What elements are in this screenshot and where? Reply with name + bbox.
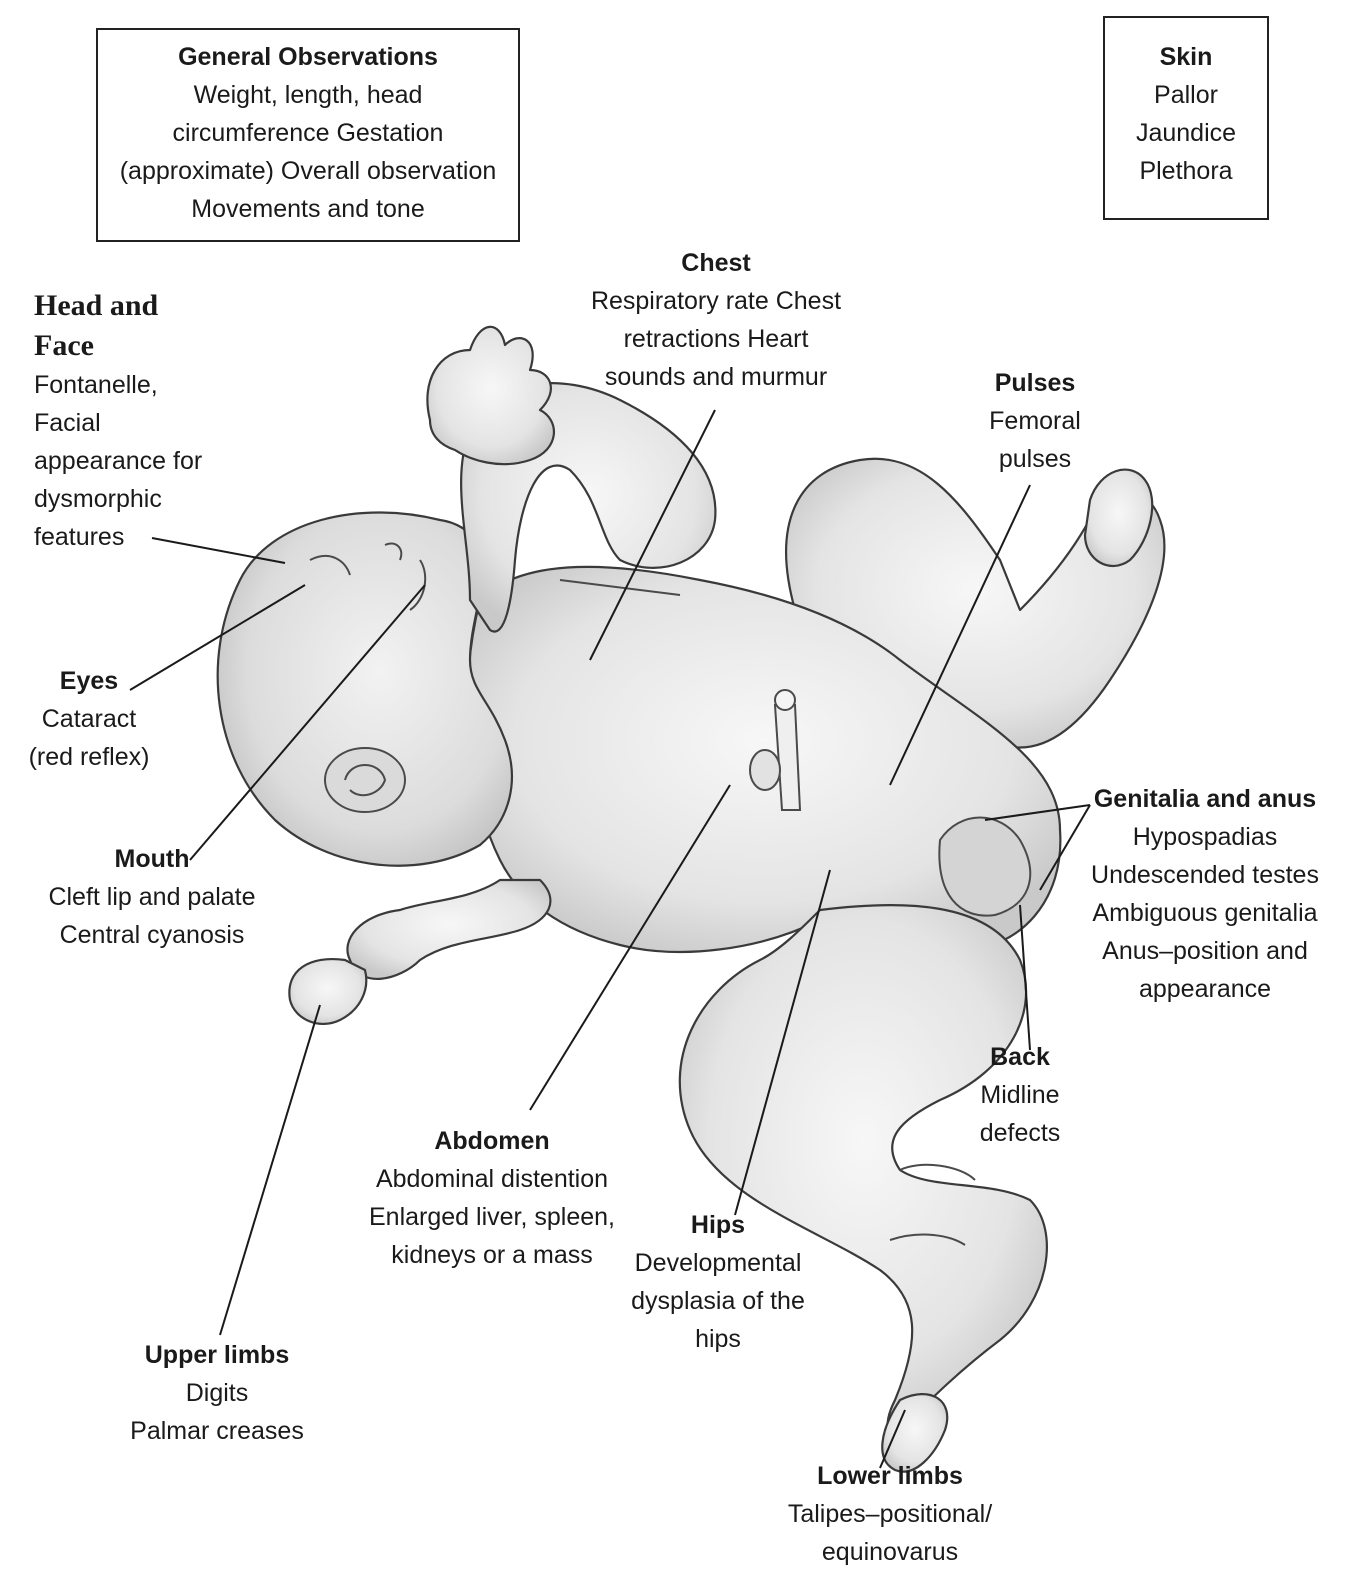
- genitalia-line-5: appearance: [1080, 970, 1330, 1008]
- skin-label: Skin Pallor Jaundice Plethora: [1103, 38, 1269, 190]
- back-title: Back: [945, 1038, 1095, 1076]
- head-face-line-1: Fontanelle,: [34, 366, 234, 404]
- skin-line-2: Jaundice: [1103, 114, 1269, 152]
- skin-title: Skin: [1103, 38, 1269, 76]
- upper-limbs-line-1: Digits: [112, 1374, 322, 1412]
- general-line-3: (approximate) Overall observation: [96, 152, 520, 190]
- ear: [325, 748, 405, 812]
- head-face-title-1: Head and: [34, 286, 234, 326]
- lower-limbs-line-1: Talipes–positional/: [770, 1495, 1010, 1533]
- head-face-line-4: dysmorphic: [34, 480, 234, 518]
- genitalia-label: Genitalia and anus Hypospadias Undescend…: [1080, 780, 1330, 1008]
- general-line-2: circumference Gestation: [96, 114, 520, 152]
- head-face-line-3: appearance for: [34, 442, 234, 480]
- mouth-line-1: Cleft lip and palate: [30, 878, 274, 916]
- skin-line-1: Pallor: [1103, 76, 1269, 114]
- back-line-1: Midline: [945, 1076, 1095, 1114]
- head-face-title-2: Face: [34, 326, 234, 366]
- lower-hand: [289, 959, 366, 1024]
- umbilicus: [750, 750, 780, 790]
- cord-ring: [775, 690, 795, 710]
- lower-limbs-line-2: equinovarus: [770, 1533, 1010, 1571]
- eyes-line-2: (red reflex): [14, 738, 164, 776]
- general-observations-title: General Observations: [96, 38, 520, 76]
- mouth-label: Mouth Cleft lip and palate Central cyano…: [30, 840, 274, 954]
- chest-line-3: sounds and murmur: [566, 358, 866, 396]
- back-label: Back Midline defects: [945, 1038, 1095, 1152]
- lower-limbs-label: Lower limbs Talipes–positional/ equinova…: [770, 1457, 1010, 1571]
- leader-upper-limbs: [220, 1005, 320, 1335]
- general-observations-label: General Observations Weight, length, hea…: [96, 38, 520, 228]
- general-line-4: Movements and tone: [96, 190, 520, 228]
- chest-title: Chest: [566, 244, 866, 282]
- upper-limbs-title: Upper limbs: [112, 1336, 322, 1374]
- upper-limbs-line-2: Palmar creases: [112, 1412, 322, 1450]
- genitalia-line-4: Anus–position and: [1080, 932, 1330, 970]
- abdomen-line-3: kidneys or a mass: [352, 1236, 632, 1274]
- chest-label: Chest Respiratory rate Chest retractions…: [566, 244, 866, 396]
- pulses-label: Pulses Femoral pulses: [960, 364, 1110, 478]
- abdomen-title: Abdomen: [352, 1122, 632, 1160]
- hips-title: Hips: [618, 1206, 818, 1244]
- chest-line-2: retractions Heart: [566, 320, 866, 358]
- chest-line-1: Respiratory rate Chest: [566, 282, 866, 320]
- genitalia-line-2: Undescended testes: [1080, 856, 1330, 894]
- pulses-title: Pulses: [960, 364, 1110, 402]
- eyes-line-1: Cataract: [14, 700, 164, 738]
- hips-line-3: hips: [618, 1320, 818, 1358]
- back-line-2: defects: [945, 1114, 1095, 1152]
- mouth-title: Mouth: [30, 840, 274, 878]
- raised-hand: [427, 327, 554, 464]
- lower-arm: [347, 880, 550, 979]
- hips-line-2: dysplasia of the: [618, 1282, 818, 1320]
- mouth-line-2: Central cyanosis: [30, 916, 274, 954]
- abdomen-label: Abdomen Abdominal distention Enlarged li…: [352, 1122, 632, 1274]
- genitalia-title: Genitalia and anus: [1080, 780, 1330, 818]
- skin-line-3: Plethora: [1103, 152, 1269, 190]
- head-face-label: Head and Face Fontanelle, Facial appeara…: [34, 286, 234, 556]
- genitalia-line-3: Ambiguous genitalia: [1080, 894, 1330, 932]
- head-face-line-5: features: [34, 518, 234, 556]
- head-face-line-2: Facial: [34, 404, 234, 442]
- lower-limbs-title: Lower limbs: [770, 1457, 1010, 1495]
- abdomen-line-1: Abdominal distention: [352, 1160, 632, 1198]
- hips-label: Hips Developmental dysplasia of the hips: [618, 1206, 818, 1358]
- abdomen-line-2: Enlarged liver, spleen,: [352, 1198, 632, 1236]
- eyes-label: Eyes Cataract (red reflex): [14, 662, 164, 776]
- pulses-line-2: pulses: [960, 440, 1110, 478]
- pulses-line-1: Femoral: [960, 402, 1110, 440]
- genitalia-line-1: Hypospadias: [1080, 818, 1330, 856]
- hips-line-1: Developmental: [618, 1244, 818, 1282]
- general-line-1: Weight, length, head: [96, 76, 520, 114]
- eyes-title: Eyes: [14, 662, 164, 700]
- upper-limbs-label: Upper limbs Digits Palmar creases: [112, 1336, 322, 1450]
